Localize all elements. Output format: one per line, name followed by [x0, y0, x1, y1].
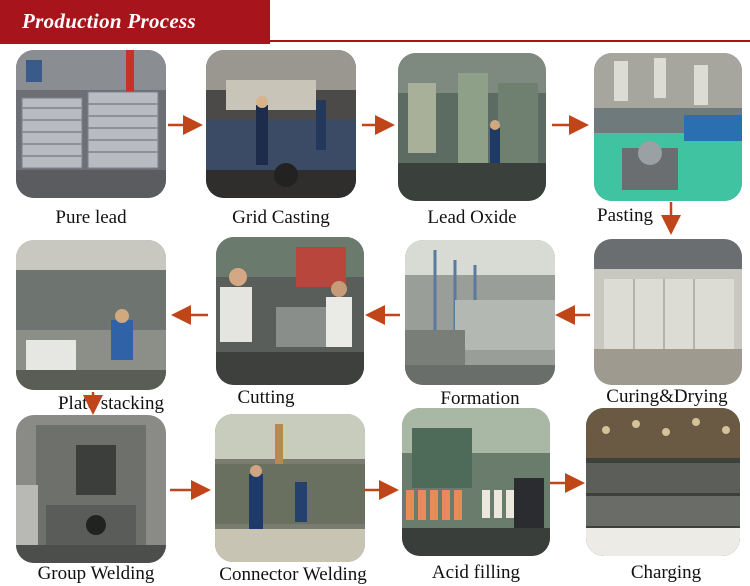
step-label-pure-lead: Pure lead [55, 207, 127, 228]
step-photo-acid-filling [402, 408, 550, 556]
step-label-cutting: Cutting [237, 387, 295, 408]
lead-ingots-photo [16, 50, 166, 198]
pasting-photo [594, 53, 742, 201]
step-label-charging: Charging [630, 562, 702, 583]
acid-filling-photo [402, 408, 550, 556]
step-label-formation: Formation [440, 388, 520, 409]
charging-photo [586, 408, 740, 556]
header-rule [270, 40, 750, 42]
step-photo-group-welding [16, 415, 166, 563]
step-photo-pure-lead [16, 50, 166, 198]
step-label-group-welding: Group Welding [37, 563, 155, 584]
step-photo-lead-oxide [398, 53, 546, 201]
group-welding-photo [16, 415, 166, 563]
step-photo-curing-drying [594, 239, 742, 385]
step-label-pasting: Pasting [597, 205, 653, 226]
step-photo-formation [405, 240, 555, 385]
page-title: Production Process [22, 9, 196, 33]
step-photo-cutting [216, 237, 364, 385]
step-label-connector-welding: Connector Welding [219, 564, 367, 585]
step-photo-charging [586, 408, 740, 556]
step-label-curing-drying: Curing&Drying [606, 386, 728, 407]
connector-welding-photo [215, 414, 365, 562]
step-label-lead-oxide: Lead Oxide [427, 207, 517, 228]
lead-oxide-photo [398, 53, 546, 201]
step-photo-grid-casting [206, 50, 356, 198]
step-photo-pasting [594, 53, 742, 201]
grid-casting-photo [206, 50, 356, 198]
step-label-grid-casting: Grid Casting [232, 207, 330, 228]
step-photo-plate-stacking [16, 240, 166, 390]
curing-drying-photo [594, 239, 742, 385]
cutting-photo [216, 237, 364, 385]
plate-stacking-photo [16, 240, 166, 390]
header-band [0, 0, 270, 44]
step-photo-connector-welding [215, 414, 365, 562]
formation-photo [405, 240, 555, 385]
step-label-acid-filling: Acid filling [431, 562, 521, 583]
